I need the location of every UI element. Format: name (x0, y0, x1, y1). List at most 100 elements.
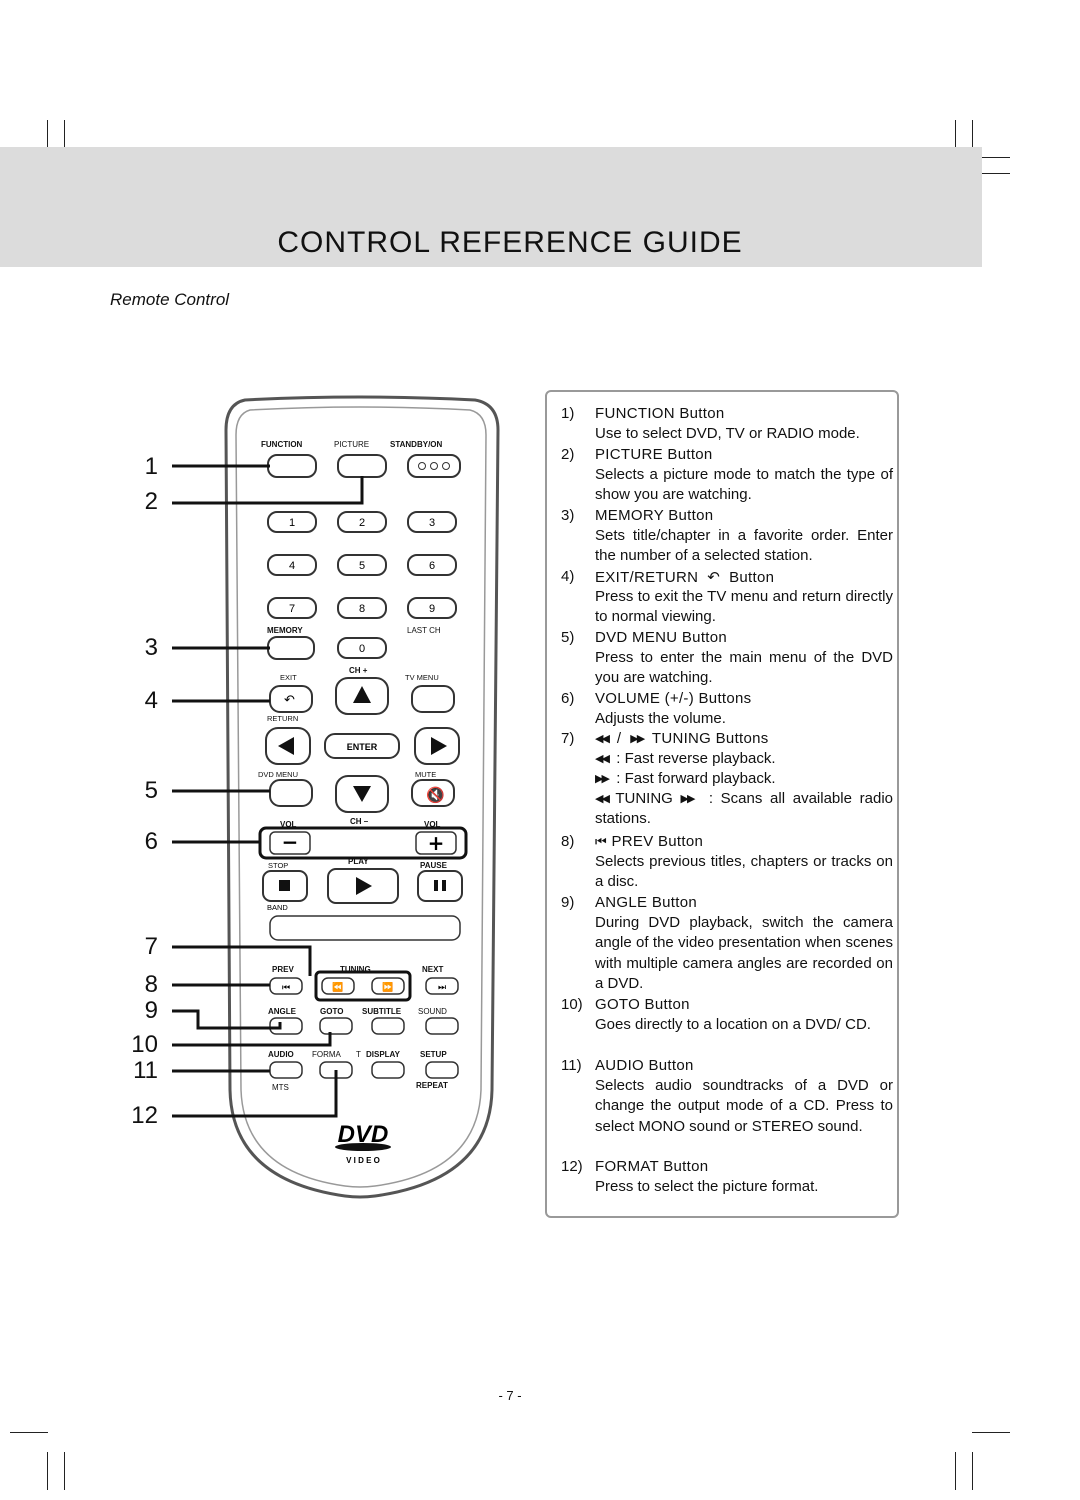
digit-2-button[interactable] (337, 511, 387, 533)
next-button[interactable] (425, 977, 459, 995)
digit-8-button-label: 8 (359, 603, 365, 615)
callout-2: 2 (144, 488, 158, 515)
header-band (0, 147, 982, 267)
item-description: Selects previous titles, chapters or tra… (595, 853, 893, 891)
fast-forward-button[interactable] (371, 977, 405, 995)
vol-left-label: VOL (280, 820, 297, 829)
item-title: VOLUME (+/-) Buttons (595, 690, 752, 707)
stop-label: STOP (268, 861, 288, 870)
pause-button[interactable] (417, 870, 463, 902)
arrow-down-icon (353, 786, 371, 802)
tv-menu-button[interactable] (411, 685, 455, 713)
crop-mark (64, 1452, 65, 1490)
item-description: Selects a picture mode to match the type… (595, 466, 893, 504)
item-description: Sets title/chapter in a favorite order. … (595, 527, 893, 565)
digit-1-button-label: 1 (289, 517, 295, 529)
audio-label: AUDIO (268, 1050, 294, 1059)
sound-label: SOUND (418, 1007, 447, 1016)
digit-5-button-label: 5 (359, 560, 365, 572)
setup-button[interactable] (425, 1061, 459, 1079)
item-number: 6) (561, 690, 575, 707)
setup-label: SETUP (420, 1050, 447, 1059)
item-number: 7) (561, 730, 575, 747)
dvd-menu-label: DVD MENU (258, 770, 298, 779)
item-description: Press to exit the TV menu and return dir… (595, 588, 893, 626)
digit-4-button-label: 4 (289, 560, 295, 572)
item-title: ANGLE Button (595, 894, 697, 911)
item-description: Press to enter the main menu of the DVD … (595, 649, 893, 687)
digit-6-button[interactable] (407, 554, 457, 576)
prev-icon: ⏮ (282, 983, 290, 993)
item-description: ◀◀ : Fast reverse playback. (595, 749, 893, 769)
arrow-up-icon (353, 686, 371, 703)
crop-mark (10, 1432, 48, 1433)
mute-button[interactable] (411, 779, 455, 807)
digit-8-button[interactable] (337, 597, 387, 619)
fast-forward-icon: ▶▶ (680, 793, 696, 805)
enter-button[interactable] (324, 733, 400, 759)
item-title: PICTURE Button (595, 446, 713, 463)
crop-mark (955, 120, 956, 157)
digit-7-button[interactable] (267, 597, 317, 619)
volume-plus-button[interactable] (415, 831, 457, 855)
sound-button[interactable] (425, 1017, 459, 1035)
angle-button[interactable] (269, 1017, 303, 1035)
display-label: DISPLAY (366, 1050, 401, 1059)
item-description: ▶▶ : Fast forward playback. (595, 769, 893, 789)
section-subtitle: Remote Control (110, 290, 230, 309)
band-label: BAND (267, 903, 288, 912)
goto-button[interactable] (319, 1017, 353, 1035)
display-button[interactable] (371, 1061, 405, 1079)
arrow-right-icon (431, 737, 447, 755)
crop-mark (972, 120, 973, 157)
band-button[interactable] (269, 915, 461, 941)
volume-minus-button[interactable] (269, 831, 311, 855)
digit-9-button[interactable] (407, 597, 457, 619)
item-number: 11) (561, 1057, 582, 1074)
dvd-logo-disc (335, 1143, 391, 1151)
digit-1-button[interactable] (267, 511, 317, 533)
digit-0-button[interactable] (337, 637, 387, 659)
item-number: 4) (561, 568, 575, 585)
item-number: 1) (561, 405, 575, 422)
callout-10: 10 (131, 1031, 158, 1058)
item-description: Goes directly to a location on a DVD/ CD… (595, 1016, 871, 1033)
callout-11: 11 (133, 1057, 158, 1084)
ch-minus-label: CH – (350, 817, 369, 826)
memory-label: MEMORY (267, 626, 303, 635)
mts-label: MTS (272, 1083, 289, 1092)
page-number: - 7 - (498, 1388, 522, 1403)
digit-9-button-label: 9 (429, 603, 435, 615)
digit-3-button[interactable] (407, 511, 457, 533)
format-label: FORMA (312, 1050, 342, 1059)
item-number: 5) (561, 629, 575, 646)
callout-4: 4 (144, 687, 158, 714)
item-title: ◀◀ / ▶▶ TUNING Buttons (595, 729, 769, 749)
enter-label: ENTER (347, 742, 378, 752)
next-icon: ⏭ (438, 983, 446, 993)
standby-button[interactable] (407, 454, 461, 478)
minus-icon: − (282, 830, 299, 854)
video-logo: V I D E O (346, 1156, 380, 1165)
digit-5-button[interactable] (337, 554, 387, 576)
play-label: PLAY (348, 857, 369, 866)
exit-label: EXIT (280, 673, 297, 682)
digit-4-button[interactable] (267, 554, 317, 576)
dvd-menu-button[interactable] (269, 779, 313, 807)
crop-mark (972, 1432, 1010, 1433)
rewind-icon: ◀◀ (595, 753, 610, 765)
subtitle-button[interactable] (371, 1017, 405, 1035)
item-description: Use to select DVD, TV or RADIO mode. (595, 425, 860, 442)
callout-1: 1 (144, 453, 158, 480)
crop-mark (955, 1452, 956, 1490)
repeat-label: REPEAT (416, 1081, 448, 1090)
rewind-button[interactable] (321, 977, 355, 995)
page-title: CONTROL REFERENCE GUIDE (277, 226, 743, 259)
exit-return-button[interactable] (269, 685, 313, 713)
crop-mark (64, 120, 65, 157)
callout-9: 9 (144, 997, 158, 1024)
mute-label: MUTE (415, 770, 436, 779)
